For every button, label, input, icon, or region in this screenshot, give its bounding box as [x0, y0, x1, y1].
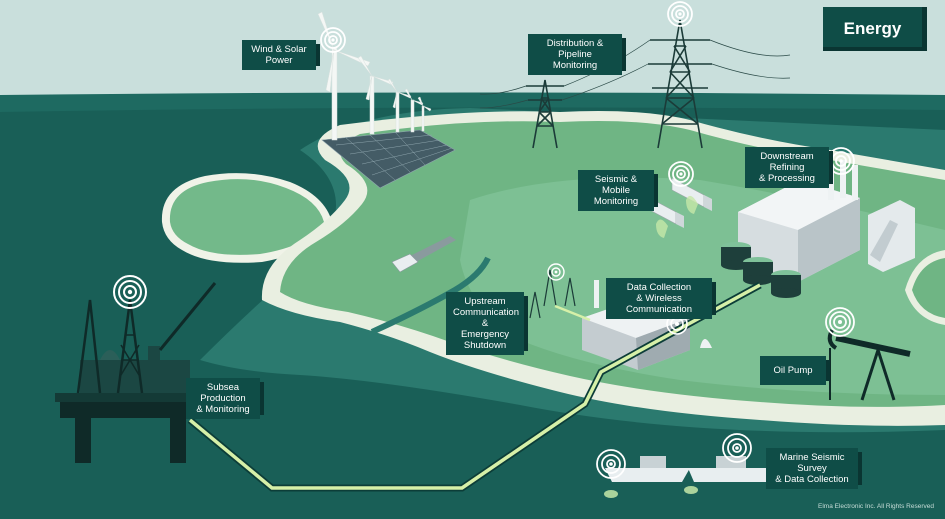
communication-links: [187, 281, 762, 492]
power-pylons: [526, 19, 712, 149]
label-seismic-mobile: Seismic & Mobile Monitoring: [578, 170, 658, 211]
label-seismic-mobile-line-2: Monitoring: [593, 196, 639, 207]
sky: [0, 0, 945, 100]
wind-turbines: [317, 11, 432, 141]
pumpjack: [827, 329, 911, 401]
label-distribution-line-1: Distribution & Pipeline: [546, 38, 604, 60]
label-marine-line-2: & Data Collection: [775, 474, 849, 485]
solar-panel-array: [321, 129, 456, 189]
label-upstream: Upstream Communication & Emergency Shutd…: [446, 292, 528, 355]
label-downstream-line-1: Downstream Refining: [760, 151, 814, 173]
small-island: [169, 179, 324, 255]
pylon-signal-icon: [667, 1, 693, 27]
survey-ships: [604, 456, 774, 498]
label-subsea: Subsea Production & Monitoring: [186, 378, 264, 419]
flatbed-truck: [391, 236, 456, 273]
label-distribution-line-2: Monitoring: [552, 60, 598, 71]
ship-signal-icon-right: [722, 433, 752, 463]
sea-horizon: [0, 92, 945, 112]
label-data-collection: Data Collection & Wireless Communication: [606, 278, 716, 319]
label-wind-solar-line-1: Wind & Solar: [251, 44, 307, 55]
oil-pump-signal-icon: [825, 307, 855, 337]
truck-signal-icon: [668, 161, 694, 187]
refinery: [738, 160, 915, 282]
power-cables: [479, 39, 791, 109]
label-oil-pump-line-1: Oil Pump: [773, 365, 813, 376]
wind-signal-icon: [320, 27, 346, 53]
label-marine-line-1: Marine Seismic Survey: [779, 452, 845, 474]
label-distribution: Distribution & Pipeline Monitoring: [528, 34, 626, 75]
ship-signal-icon-left: [596, 449, 626, 479]
label-downstream: Downstream Refining & Processing: [745, 147, 833, 188]
category-badge: Energy: [823, 7, 927, 51]
label-downstream-line-2: & Processing: [759, 173, 815, 184]
label-seismic-mobile-line-1: Seismic & Mobile: [594, 174, 638, 196]
label-upstream-line-3: Emergency Shutdown: [460, 329, 510, 351]
antenna-masts: [529, 269, 576, 319]
label-wind-solar: Wind & Solar Power: [242, 40, 320, 70]
wireless-signal-icons: [113, 1, 855, 479]
label-subsea-line-1: Subsea Production: [200, 382, 246, 404]
offshore-platform: [55, 282, 217, 463]
storage-tanks: [721, 242, 801, 298]
label-oil-pump: Oil Pump: [760, 356, 830, 385]
label-upstream-line-2: Communication &: [453, 307, 519, 329]
label-wind-solar-line-2: Power: [265, 55, 293, 66]
label-subsea-line-2: & Monitoring: [196, 404, 250, 415]
copyright-notice: Elma Electronic Inc. All Rights Reserved: [818, 503, 934, 510]
label-marine: Marine Seismic Survey & Data Collection: [766, 448, 862, 489]
platform-signal-icon: [113, 275, 147, 309]
label-data-collection-line-1: Data Collection: [626, 282, 692, 293]
label-data-collection-line-2: & Wireless Communication: [626, 293, 692, 315]
label-upstream-line-1: Upstream: [464, 296, 506, 307]
river: [370, 256, 491, 335]
antenna-signal-icon: [547, 263, 565, 281]
right-island: [912, 258, 945, 318]
